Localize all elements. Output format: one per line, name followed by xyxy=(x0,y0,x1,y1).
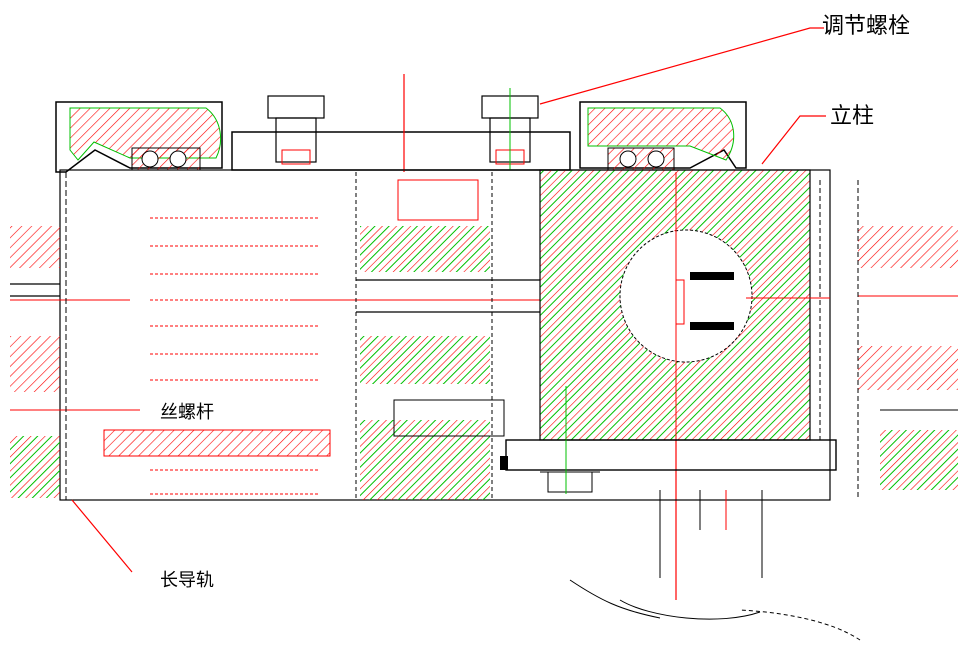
lead-screw xyxy=(103,429,331,457)
adjust-bolt-left xyxy=(267,95,325,165)
column-label: 立柱 xyxy=(830,104,875,129)
lead-screw-label: 丝螺杆 xyxy=(160,402,214,423)
leader-lines xyxy=(71,27,826,573)
left-cap xyxy=(55,101,223,173)
adjust-bolt-label: 调节螺栓 xyxy=(822,14,911,39)
long-guide-label: 长导轨 xyxy=(160,570,214,591)
bottom-spindle xyxy=(569,490,861,641)
adjust-bolt-right xyxy=(481,88,539,170)
center-block xyxy=(290,172,540,500)
left-end-part xyxy=(10,172,140,500)
right-end-part xyxy=(857,180,958,500)
column-part xyxy=(539,169,830,441)
right-cap xyxy=(579,101,747,171)
bottom-beam xyxy=(500,386,837,494)
long-guide-region xyxy=(150,217,320,495)
